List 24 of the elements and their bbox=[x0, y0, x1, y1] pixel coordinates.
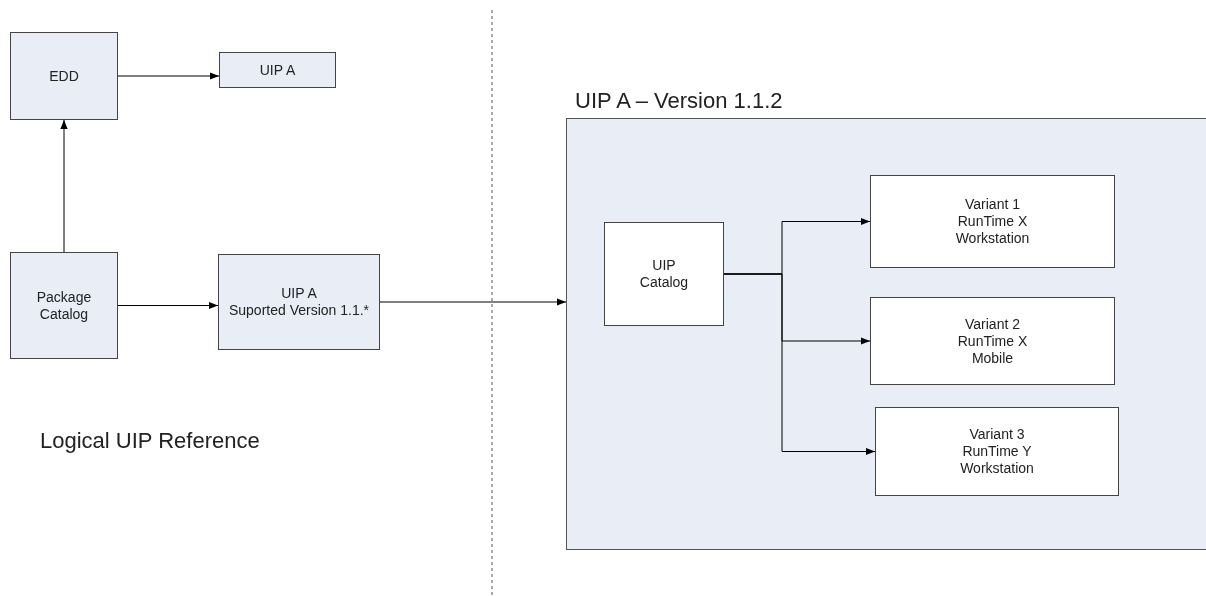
box-label: UIP A bbox=[281, 285, 317, 302]
box-label: Variant 3 RunTime Y Workstation bbox=[959, 426, 1035, 477]
process-box bbox=[870, 297, 1115, 385]
arrow bbox=[117, 301, 219, 310]
group-title: UIP A – Version 1.1.2 bbox=[575, 88, 783, 114]
box-label: UIP A bbox=[259, 61, 296, 79]
section-label: Logical UIP Reference bbox=[40, 428, 260, 454]
process-box bbox=[10, 252, 118, 359]
arrow bbox=[60, 119, 68, 253]
box-label: EDD bbox=[49, 67, 79, 85]
arrow bbox=[723, 273, 876, 456]
box-label: Variant 2 RunTime X Mobile bbox=[956, 315, 1029, 367]
process-box bbox=[875, 407, 1119, 496]
process-box bbox=[870, 175, 1115, 268]
process-box bbox=[218, 254, 380, 350]
box-label: Package Catalog bbox=[35, 288, 93, 323]
box-label: Variant 1 RunTime X Workstation bbox=[954, 196, 1031, 247]
process-box bbox=[219, 52, 336, 88]
box-label: UIP Catalog bbox=[638, 257, 690, 291]
box-label: Suported Version 1.1.* bbox=[228, 302, 370, 319]
process-box bbox=[10, 32, 118, 120]
arrow bbox=[379, 298, 567, 306]
arrow bbox=[117, 72, 220, 80]
process-box bbox=[604, 222, 724, 326]
